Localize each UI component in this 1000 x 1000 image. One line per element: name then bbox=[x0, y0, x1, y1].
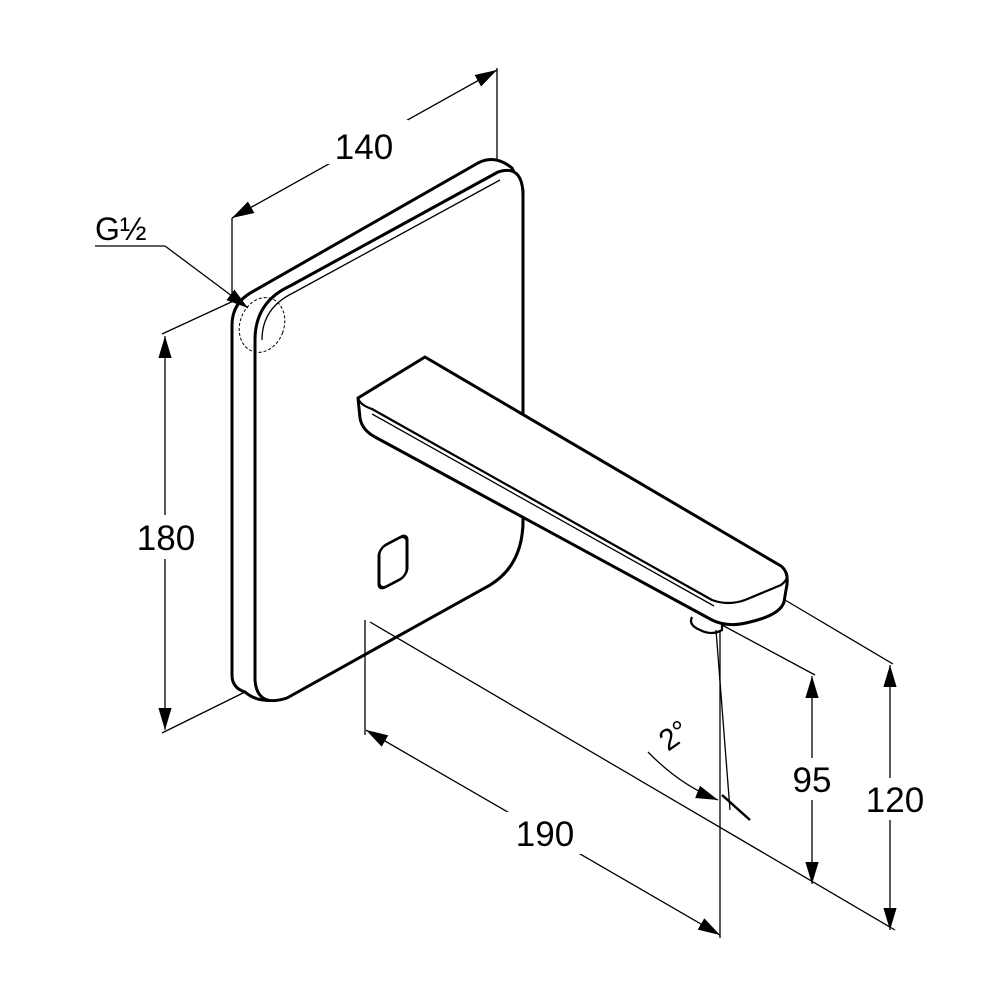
dimension-label-outlet-height: 95 bbox=[793, 761, 832, 800]
plate-bevel-line bbox=[261, 179, 501, 341]
connection-callout: G½ bbox=[95, 211, 249, 309]
dimension-label-width: 140 bbox=[335, 128, 393, 167]
dimension-120: 120 bbox=[784, 599, 933, 930]
spout bbox=[356, 355, 789, 635]
dimension-180: 180 bbox=[130, 297, 246, 734]
dimension-angle: 2° bbox=[647, 629, 751, 821]
dimension-label-angle: 2° bbox=[653, 714, 695, 757]
dimension-label-projection: 190 bbox=[516, 815, 574, 854]
spout-outlet bbox=[689, 616, 724, 635]
dimension-label-spout-height: 120 bbox=[866, 781, 924, 820]
connection-label: G½ bbox=[95, 211, 147, 247]
dimension-label-height: 180 bbox=[137, 519, 195, 558]
dimension-140: 140 bbox=[231, 68, 498, 300]
spout-bevel-line bbox=[371, 413, 715, 607]
dimension-95: 95 bbox=[721, 624, 840, 884]
connection-hidden-circle bbox=[238, 297, 286, 353]
spout-top-edge bbox=[356, 397, 789, 605]
sensor-window bbox=[377, 534, 409, 590]
